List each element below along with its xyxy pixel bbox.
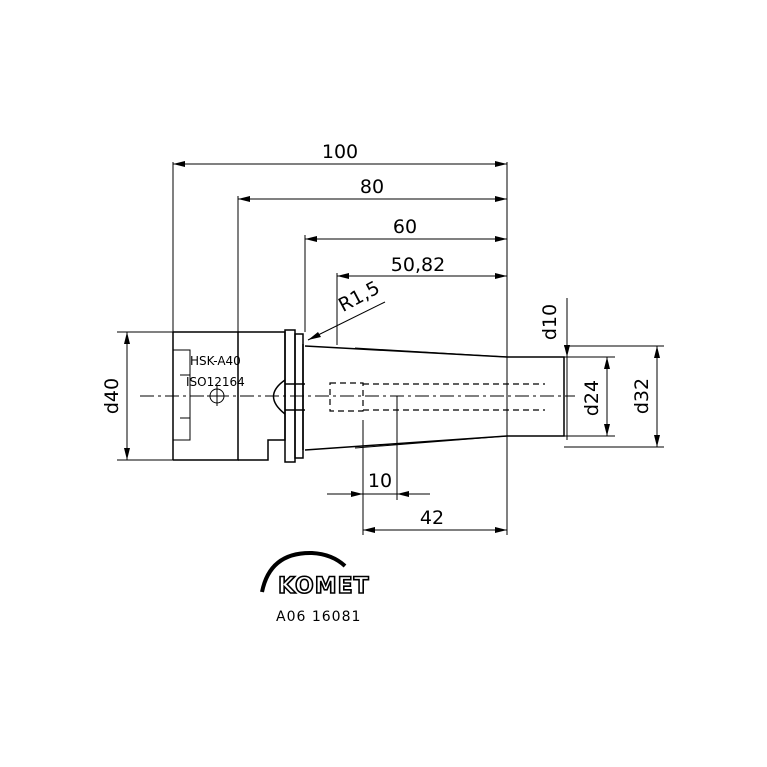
dimension-d10-label: d10	[539, 304, 561, 340]
dimension-80: 80	[237, 176, 507, 332]
article-number: A06 16081	[276, 609, 361, 625]
dimension-d24: d24	[564, 356, 615, 437]
dimension-60-label: 60	[393, 216, 417, 238]
dimension-radius: R1,5	[307, 277, 386, 341]
dimension-60: 60	[304, 216, 507, 332]
interface-label-line2: ISO12164	[186, 375, 245, 389]
interface-label-line1: HSK-A40	[190, 354, 241, 368]
dimension-50-82-label: 50,82	[391, 254, 445, 276]
dimension-50-82: 50,82	[336, 254, 507, 345]
dimension-radius-label: R1,5	[335, 277, 384, 317]
komet-logo-text: KOMET	[278, 574, 370, 599]
dimension-42-label: 42	[420, 507, 444, 529]
dimension-10: 10	[327, 396, 430, 535]
tool-body	[140, 329, 575, 463]
dimension-d10: d10	[507, 298, 575, 440]
dimension-d32-label: d32	[631, 378, 653, 414]
dimension-42: 42	[363, 507, 507, 533]
dimension-d40-label: d40	[101, 378, 123, 414]
dimension-100: 100	[172, 141, 508, 535]
dimension-d32: d32	[564, 345, 664, 448]
dimension-10-label: 10	[368, 470, 392, 492]
dimension-80-label: 80	[360, 176, 384, 198]
dimension-d24-label: d24	[581, 380, 603, 416]
komet-logo: KOMET	[260, 550, 370, 600]
dimension-100-label: 100	[322, 141, 358, 163]
dimension-d40: d40	[101, 331, 175, 461]
